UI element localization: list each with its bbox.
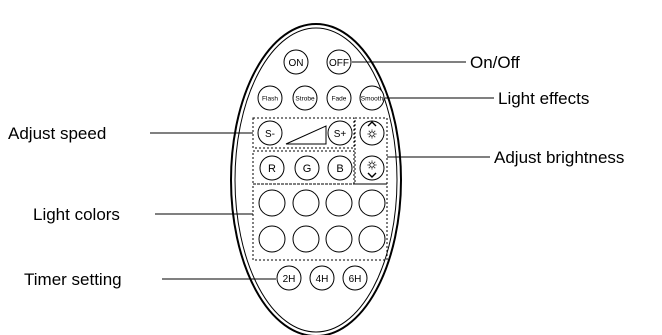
color-preset-button[interactable] (258, 189, 286, 217)
svg-text:OFF: OFF (329, 58, 349, 69)
svg-text:R: R (268, 163, 276, 175)
chevron-down-icon (367, 172, 377, 178)
color-preset-button[interactable] (258, 225, 286, 253)
sun-icon (367, 160, 377, 170)
strobe-button[interactable]: Strobe (292, 85, 318, 111)
blue-button[interactable]: B (327, 155, 353, 181)
speed-ramp-icon (285, 125, 327, 145)
svg-text:4H: 4H (316, 274, 329, 285)
chevron-up-icon (367, 121, 377, 127)
color-preset-button[interactable] (325, 189, 353, 217)
flash-button[interactable]: Flash (257, 85, 283, 111)
speed-down-button[interactable]: S- (257, 120, 283, 146)
speed-up-button[interactable]: S+ (327, 120, 353, 146)
brightness-down-button[interactable] (359, 155, 385, 181)
svg-text:Strobe: Strobe (295, 96, 315, 103)
timer-4h-button[interactable]: 4H (309, 265, 335, 291)
callout-on-off: On/Off (470, 53, 520, 72)
brightness-up-button[interactable] (359, 120, 385, 146)
green-button[interactable]: G (294, 155, 320, 181)
callout-light-effects: Light effects (498, 89, 589, 108)
fade-button[interactable]: Fade (326, 85, 352, 111)
colors-group-outline (252, 150, 355, 185)
timer-6h-button[interactable]: 6H (342, 265, 368, 291)
callout-timer-setting: Timer setting (24, 270, 122, 289)
svg-text:2H: 2H (283, 274, 296, 285)
color-preset-button[interactable] (358, 225, 386, 253)
svg-text:Fade: Fade (332, 96, 347, 103)
svg-text:Flash: Flash (262, 96, 278, 103)
color-preset-button[interactable] (358, 189, 386, 217)
speed-group-outline (252, 117, 355, 149)
leader-lines (150, 61, 494, 280)
color-preset-button[interactable] (292, 225, 320, 253)
svg-text:ON: ON (289, 58, 304, 69)
color-preset-button[interactable] (325, 225, 353, 253)
off-button[interactable]: OFF (326, 49, 352, 75)
svg-text:6H: 6H (349, 274, 362, 285)
colors-grid-outline (252, 183, 388, 261)
on-button[interactable]: ON (283, 49, 309, 75)
red-button[interactable]: R (259, 155, 285, 181)
color-preset-button[interactable] (292, 189, 320, 217)
svg-text:S+: S+ (334, 129, 347, 140)
callout-light-colors: Light colors (33, 205, 120, 224)
smooth-button[interactable]: Smooth (359, 85, 385, 111)
svg-text:S-: S- (265, 129, 275, 140)
svg-text:Smooth: Smooth (361, 96, 384, 103)
callout-adjust-brightness: Adjust brightness (494, 148, 624, 167)
timer-2h-button[interactable]: 2H (276, 265, 302, 291)
svg-text:G: G (303, 163, 312, 175)
sun-icon (367, 129, 377, 139)
callout-adjust-speed: Adjust speed (8, 124, 106, 143)
svg-text:B: B (336, 163, 343, 175)
